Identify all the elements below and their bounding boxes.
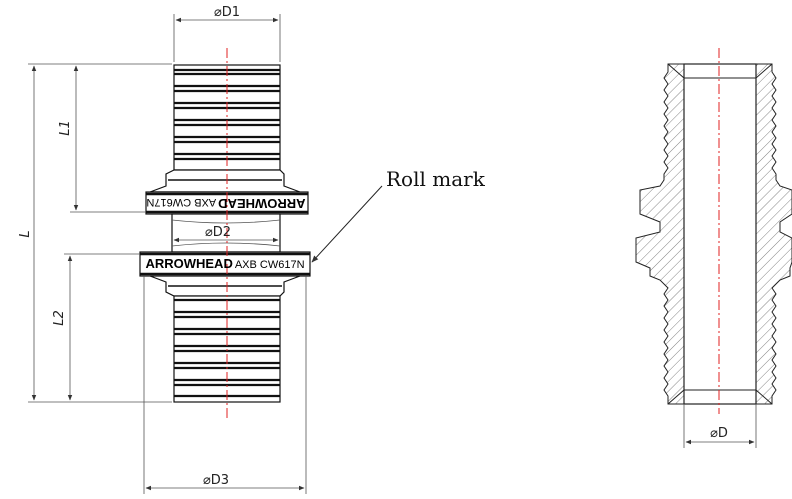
d-label: ⌀D	[710, 426, 728, 441]
d1-label: ⌀D1	[214, 5, 240, 20]
bore	[683, 63, 757, 405]
dimensions-left: ⌀D1 ⌀D2 ⌀D3 L L1 L2 Roll mark	[18, 5, 486, 494]
left-wall-section	[635, 63, 685, 405]
l1-label: L1	[58, 120, 73, 136]
section-view: ⌀D	[635, 48, 792, 448]
d3-label: ⌀D3	[203, 473, 229, 488]
upper-shoulder	[149, 169, 301, 193]
middle-neck	[171, 213, 281, 253]
top-roll-mark: ARROWHEADAXB CW617N	[146, 196, 305, 211]
lower-collar	[139, 251, 311, 277]
right-wall-section	[755, 63, 792, 405]
roll-mark-leader	[311, 185, 383, 263]
roll-mark-label: Roll mark	[386, 167, 486, 191]
d2-label: ⌀D2	[205, 225, 231, 240]
l-label: L	[18, 230, 33, 237]
l2-label: L2	[52, 310, 67, 326]
